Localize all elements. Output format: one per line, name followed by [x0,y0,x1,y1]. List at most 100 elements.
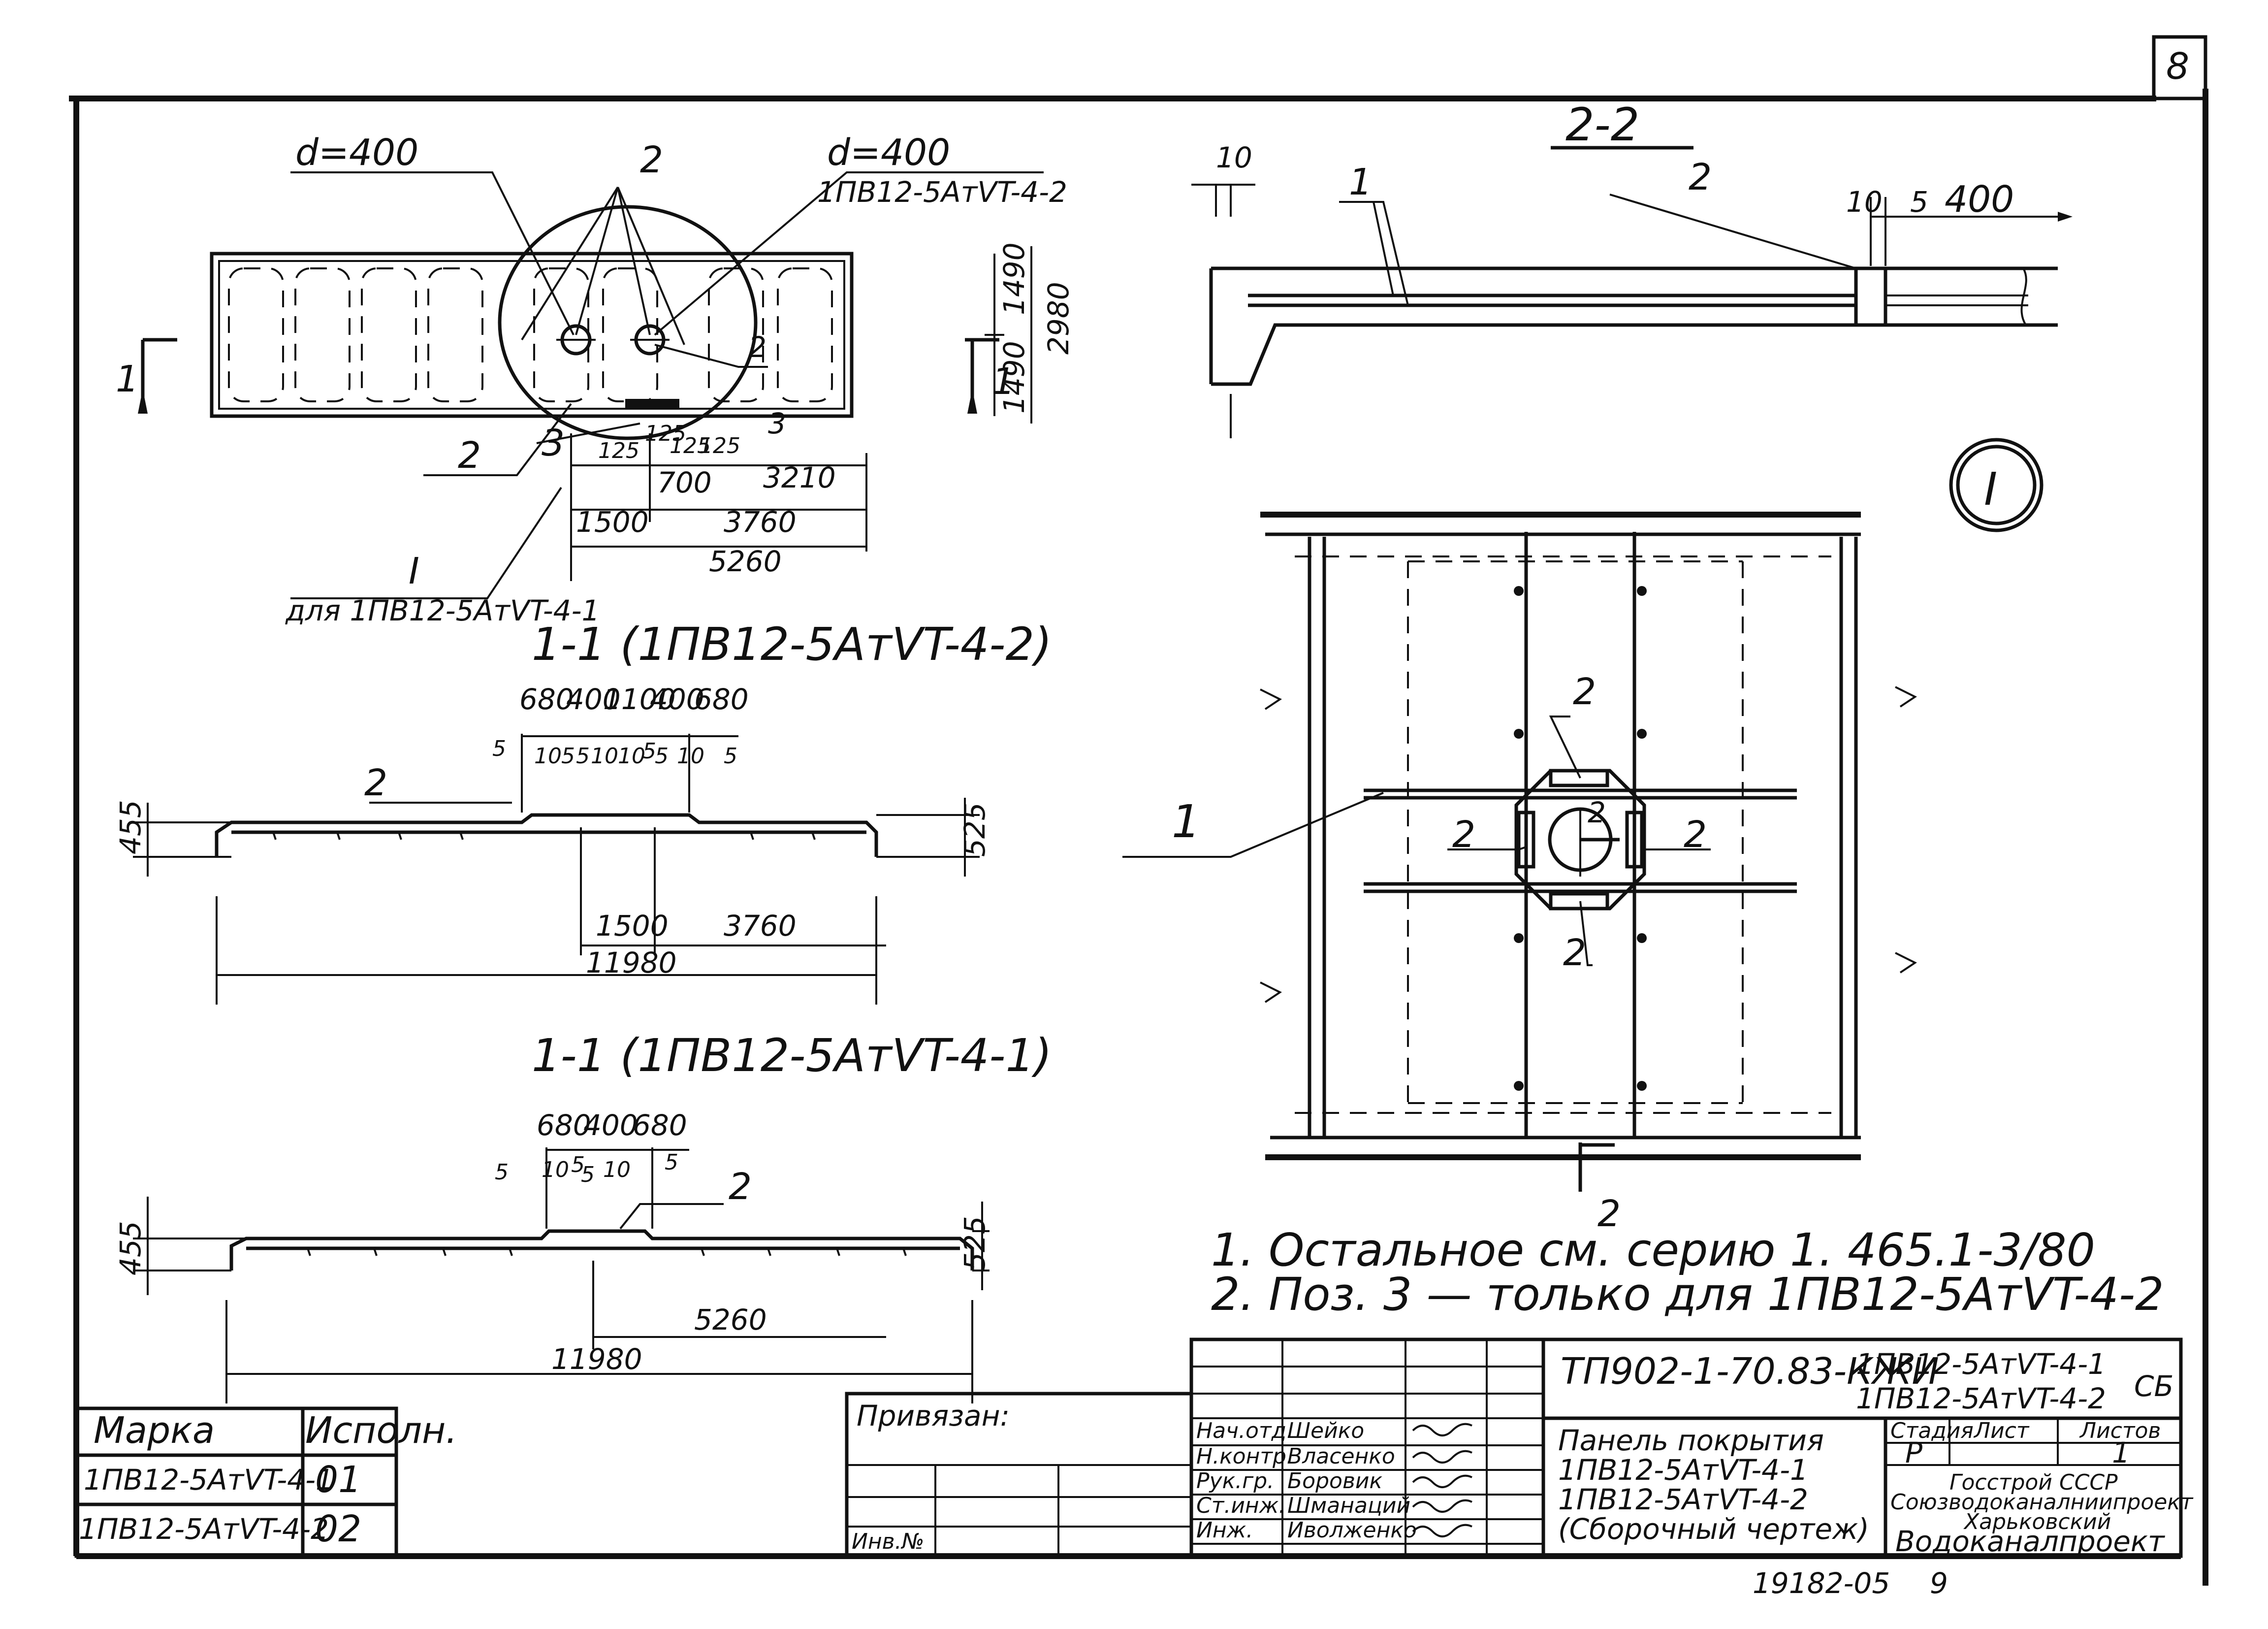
plan-dim-1500: 1500 [576,505,649,539]
plan-dim-1490b: 1490 [997,341,1031,414]
mark-table-row1-mark: 1ПВ12-5АтVT-4-1 [84,1463,334,1497]
s11b-small-3: 5 [581,1162,595,1187]
staff-role-2: Н.контр. [1196,1444,1293,1469]
binding-inv-label: Инв.№ [852,1529,924,1554]
plan-d-left: d=400 [295,131,418,174]
s11b-small-2: 5 [571,1152,585,1177]
staff-role-3: Рук.гр. [1196,1468,1274,1494]
staff-name-4: Шманаций [1287,1493,1410,1518]
title-line-2: 1ПВ12-5АтVT-4-1 [1558,1453,1808,1487]
mark-table-header-mark: Марка [94,1409,215,1452]
s11a-small-1: 10 [534,744,562,769]
s11b-small-1: 10 [542,1157,569,1182]
s11a-dim-total: 11980 [586,946,677,979]
signature-marks [1412,1423,1472,1537]
plan-pos2-right: 2 [748,330,767,364]
mark-table-grid [74,1406,398,1558]
plan-dim-2980: 2980 [1042,282,1075,355]
plan-dim-3760: 3760 [724,505,797,539]
s11b-dim-680a: 680 [537,1108,591,1142]
plan-view [138,171,1044,599]
detail-I-pos2-center: 2 [1588,796,1606,829]
plan-dim-700: 700 [657,466,712,499]
plan-dim-125b: 125 [645,421,686,446]
title-org-3: Харьковский [1963,1509,2111,1534]
title-line-3: 1ПВ12-5АтVT-4-2 [1558,1483,1808,1516]
s11a-small-2: 5 [561,744,575,769]
staff-name-5: Иволженко [1287,1518,1417,1543]
s11b-h-left: 455 [114,1221,147,1275]
s22-dim-5: 5 [1910,185,1928,219]
detail-I-section-mark: 2 [1597,1193,1621,1235]
detail-I-pos2-bottom: 2 [1563,932,1586,974]
sheet-number: 8 [2166,45,2189,88]
archive-sheet-number: 9 [1930,1566,1948,1600]
staff-name-1: Шейко [1287,1418,1364,1443]
plan-section-left: 1 [116,358,139,400]
section-1-1-b-title: 1-1 (1ПВ12-5АтVT-4-1) [532,1029,1052,1082]
s22-dim-10: 10 [1846,185,1883,219]
detail-I-pos2-left: 2 [1452,814,1475,856]
plan-dim-3210: 3210 [763,461,836,494]
title-org-1: Госстрой СССР [1949,1470,2118,1495]
title-stage-value: Р [1905,1436,1922,1469]
plan-pos2-bottom: 2 [458,434,481,477]
s11a-small-0: 5 [492,736,506,761]
s11b-small-5: 5 [665,1150,678,1175]
s11a-pos2: 2 [364,762,387,804]
detail-I-callout: I [1984,463,1997,516]
title-sheets-header: Листов [2079,1418,2161,1443]
s11a-dim-680b: 680 [694,683,749,716]
s11a-small-9: 5 [724,744,737,769]
plan-mark-right: 1ПВ12-5АтVT-4-2 [817,175,1067,209]
s22-dim-400: 400 [1945,178,2014,221]
s11a-dim-400a: 400 [566,683,621,716]
title-block-grid [1189,1337,2183,1558]
s11a-dim-1100: 1100 [603,683,676,716]
s11b-dim-total: 11980 [551,1342,642,1376]
title-mark-2: 1ПВ12-5АтVT-4-2 [1856,1382,2106,1415]
title-doc-code: ТП902-1-70.83-КЖИ [1561,1350,1939,1393]
title-doc-type: СБ [2134,1369,2173,1403]
staff-name-3: Боровик [1287,1468,1382,1494]
plan-pos3-right: 3 [768,407,786,440]
title-line-4: (Сборочный чертеж) [1558,1512,1869,1546]
s11a-small-6: 5 [642,739,656,764]
title-org-2: Союзводоканалниипроект [1890,1490,2194,1515]
s11a-small-5: 10 [618,744,645,769]
mark-table-row1-exec: 01 [315,1459,361,1501]
s22-dim-10-left: 10 [1216,141,1252,174]
detail-I-pos2-top: 2 [1573,671,1596,713]
plan-dim-5260: 5260 [709,545,782,578]
archive-number: 19182-05 [1753,1566,1890,1600]
s11a-small-3: 5 [576,744,590,769]
s11b-h-right: 525 [958,1216,991,1271]
detail-I-pos1: 1 [1172,795,1201,848]
mark-table-header-exec: Исполн. [305,1409,457,1452]
s11a-dim-3760: 3760 [724,909,797,943]
plan-dim-1490a: 1490 [997,242,1031,315]
title-mark-1: 1ПВ12-5АтVT-4-1 [1856,1347,2106,1381]
plan-pos2-top: 2 [640,139,663,181]
staff-role-1: Нач.отд. [1196,1418,1293,1443]
s22-pos1: 1 [1349,161,1372,203]
section-1-1-a-profile [133,734,980,1005]
detail-I-pos2-right: 2 [1684,814,1707,856]
plan-dim-125d: 125 [699,433,740,458]
s11a-dim-680a: 680 [519,683,574,716]
binding-label: Привязан: [857,1399,1010,1433]
plan-d-right: d=400 [827,131,950,174]
s11b-dim-680b: 680 [633,1108,687,1142]
staff-role-4: Ст.инж. [1196,1493,1285,1518]
mark-table-row2-exec: 02 [315,1508,361,1550]
plan-pos3-left: 3 [542,422,565,464]
s22-pos2: 2 [1689,156,1712,198]
section-2-2-title: 2-2 [1565,98,1639,151]
section-2-2-drawing [1191,146,2073,438]
s11b-small-4: 10 [603,1157,631,1182]
plan-callout-I: I [409,550,419,592]
s11b-dim-5260: 5260 [694,1303,767,1336]
title-sheet-header: Лист [1973,1418,2030,1443]
detail-I-drawing [1122,438,2044,1192]
